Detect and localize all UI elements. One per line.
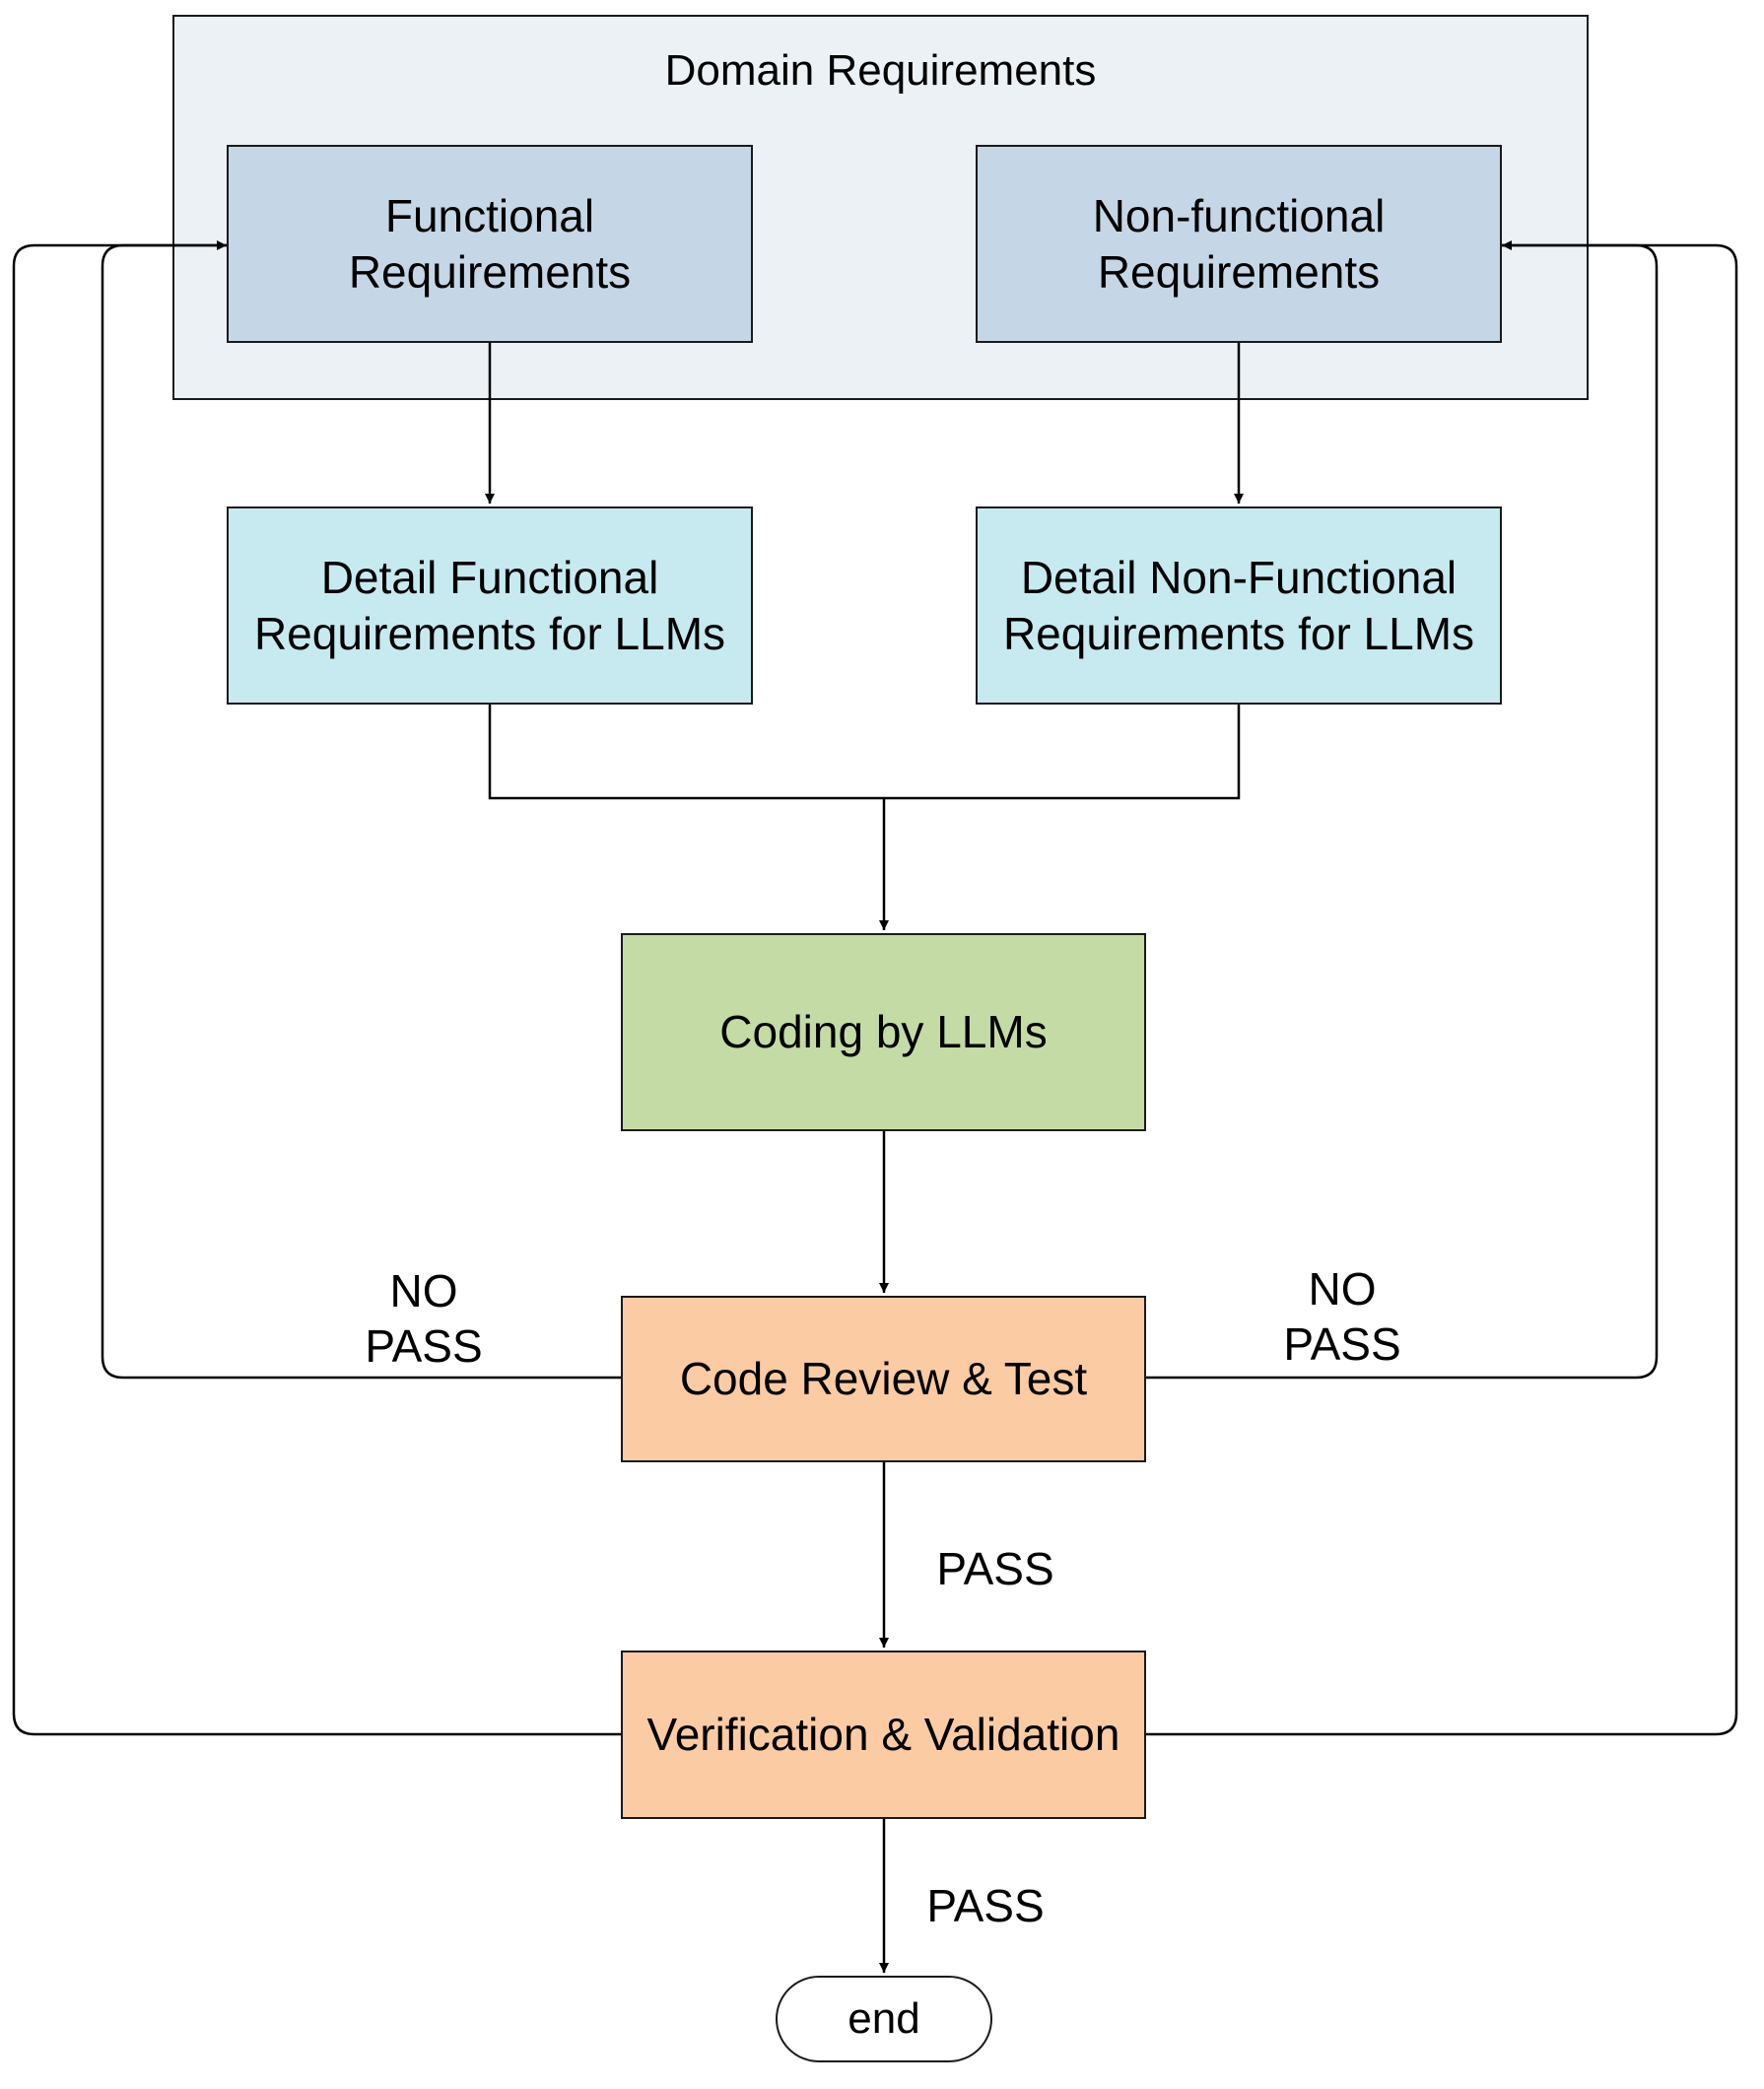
detail-nonfunctional-requirements-box: Detail Non-Functional Requirements for L… xyxy=(976,506,1502,705)
verification-pass-text: PASS xyxy=(926,1880,1045,1931)
detail-nonfunctional-label-line1: Detail Non-Functional xyxy=(1020,552,1458,604)
end-terminator: end xyxy=(776,1976,992,2062)
coding-by-llms-box: Coding by LLMs xyxy=(621,933,1146,1131)
loop-verification-to-nonfunctional xyxy=(1145,243,1738,1736)
no-pass-right-line2: PASS xyxy=(1283,1318,1401,1371)
code-review-test-label: Code Review & Test xyxy=(679,1353,1088,1405)
detail-nonfunctional-label-line2: Requirements for LLMs xyxy=(1002,607,1475,659)
no-pass-left-label: NO PASS xyxy=(325,1263,522,1374)
no-pass-right-label: NO PASS xyxy=(1244,1261,1441,1372)
no-pass-left-line1: NO xyxy=(389,1265,458,1316)
functional-requirements-label-line1: Functional xyxy=(384,190,595,242)
loop-verification-to-functional xyxy=(12,243,621,1736)
end-label: end xyxy=(848,1994,920,2043)
code-review-test-box: Code Review & Test xyxy=(621,1296,1146,1462)
nonfunctional-requirements-box: Non-functional Requirements xyxy=(976,145,1502,343)
review-pass-text: PASS xyxy=(936,1543,1054,1594)
verification-pass-label: PASS xyxy=(887,1878,1084,1933)
coding-by-llms-label: Coding by LLMs xyxy=(719,1006,1048,1058)
domain-requirements-title: Domain Requirements xyxy=(664,46,1097,95)
functional-requirements-label-line2: Requirements xyxy=(348,245,632,298)
verification-validation-label: Verification & Validation xyxy=(646,1709,1120,1761)
no-pass-right-line1: NO xyxy=(1308,1263,1377,1314)
detail-functional-label-line1: Detail Functional xyxy=(320,552,659,604)
loop-review-to-nonfunctional xyxy=(1145,240,1659,1380)
merge-detail-connector xyxy=(488,705,1241,800)
no-pass-left-line2: PASS xyxy=(365,1320,483,1373)
detail-functional-label-line2: Requirements for LLMs xyxy=(253,607,726,659)
nonfunctional-requirements-label-line2: Requirements xyxy=(1097,245,1381,298)
detail-functional-requirements-box: Detail Functional Requirements for LLMs xyxy=(227,506,753,705)
loop-review-to-functional xyxy=(101,240,621,1380)
nonfunctional-requirements-label-line1: Non-functional xyxy=(1092,190,1386,242)
verification-validation-box: Verification & Validation xyxy=(621,1651,1146,1819)
functional-requirements-box: Functional Requirements xyxy=(227,145,753,343)
review-pass-label: PASS xyxy=(897,1541,1094,1596)
